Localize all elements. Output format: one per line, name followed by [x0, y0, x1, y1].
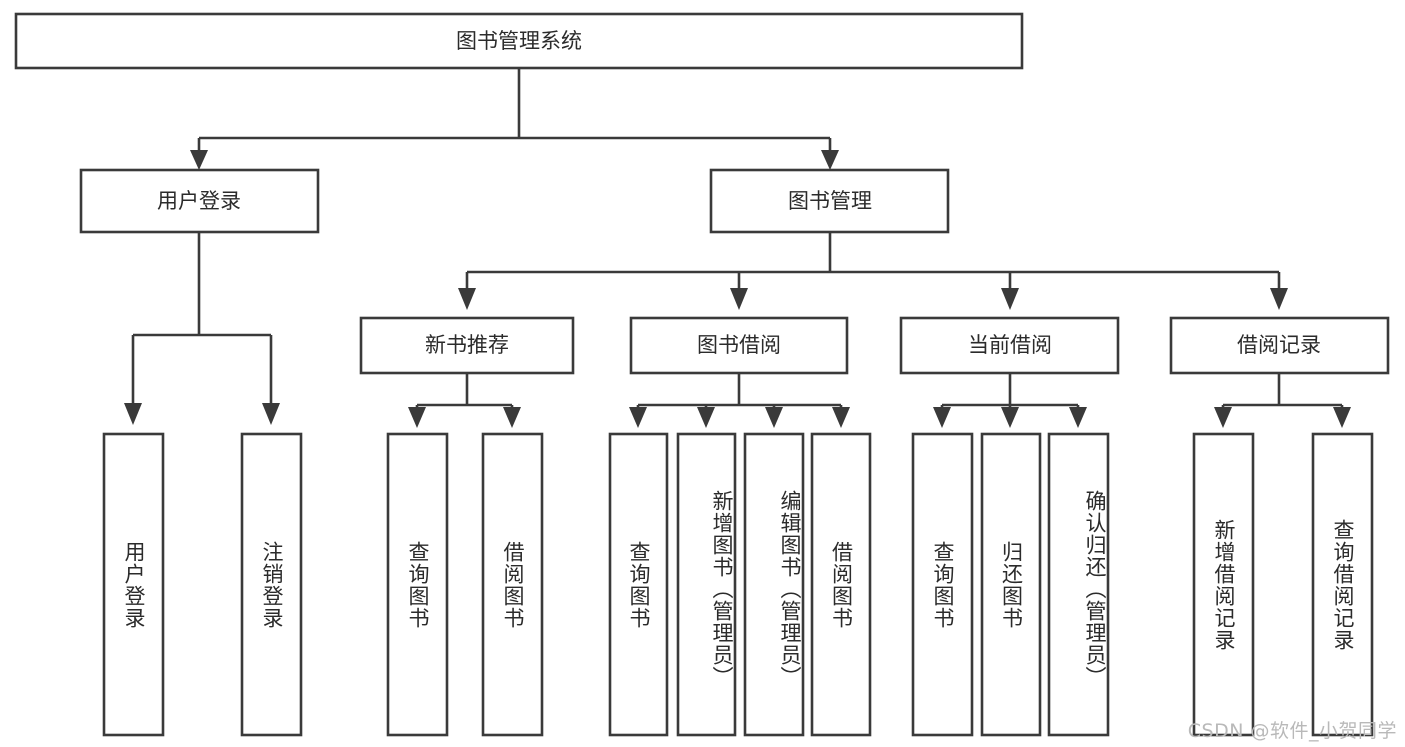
- leaf-borrow-record-0-box[interactable]: [1192, 432, 1255, 737]
- arrowhead-book-borrow-leaf3: [765, 407, 783, 428]
- arrowhead-to-borrow-record: [1270, 288, 1288, 310]
- leaf-book-borrow-3-box[interactable]: [810, 432, 872, 737]
- arrowhead-current-borrow-leaf3: [1069, 407, 1087, 428]
- arrowhead-new-book-rec-leaf2: [503, 407, 521, 428]
- node-borrow-record-label: 借阅记录: [1237, 333, 1321, 357]
- node-book-manage-box[interactable]: [709, 168, 950, 234]
- arrowhead-current-borrow-leaf1: [933, 407, 951, 428]
- leaf-current-borrow-0-box[interactable]: [911, 432, 974, 737]
- node-book-borrow-box[interactable]: [629, 316, 849, 375]
- arrowhead-to-new-book-rec: [458, 288, 476, 310]
- leaf-book-borrow-0-box[interactable]: [608, 432, 669, 737]
- node-current-borrow-box[interactable]: [899, 316, 1120, 375]
- node-root-box[interactable]: [14, 12, 1024, 70]
- leaf-current-borrow-2-box[interactable]: [1047, 432, 1110, 737]
- arrowhead-new-book-rec-leaf1: [408, 407, 426, 428]
- leaf-user-login-0-box[interactable]: [102, 432, 165, 737]
- node-new-book-rec-label: 新书推荐: [425, 333, 509, 357]
- arrowhead-book-borrow-leaf4: [832, 407, 850, 428]
- node-user-login-label: 用户登录: [157, 189, 241, 213]
- arrowhead-book-borrow-leaf2: [697, 407, 715, 428]
- arrowhead-root-to-user-login: [190, 150, 208, 170]
- leaf-borrow-record-1-box[interactable]: [1311, 432, 1374, 737]
- arrowhead-borrow-record-leaf2: [1333, 407, 1351, 428]
- arrowhead-to-current-borrow: [1001, 288, 1019, 310]
- arrowhead-current-borrow-leaf2: [1001, 407, 1019, 428]
- node-current-borrow-label: 当前借阅: [968, 333, 1052, 357]
- leaf-new-book-rec-1-box[interactable]: [481, 432, 544, 737]
- leaf-user-login-1-box[interactable]: [240, 432, 303, 737]
- node-borrow-record-box[interactable]: [1169, 316, 1390, 375]
- leaf-book-borrow-1-box[interactable]: [676, 432, 737, 737]
- leaf-current-borrow-1-box[interactable]: [980, 432, 1042, 737]
- arrowhead-user-login-leaf1: [124, 403, 142, 425]
- csdn-watermark: CSDN @软件_小贺同学: [1187, 720, 1397, 742]
- leaf-new-book-rec-0-box[interactable]: [386, 432, 449, 737]
- node-book-borrow-label: 图书借阅: [697, 333, 781, 357]
- arrowhead-user-login-leaf2: [262, 403, 280, 425]
- leaf-book-borrow-2-box[interactable]: [743, 432, 805, 737]
- arrowhead-to-book-borrow: [730, 288, 748, 310]
- node-book-manage-label: 图书管理: [788, 189, 872, 213]
- arrowhead-book-borrow-leaf1: [629, 407, 647, 428]
- node-root-label: 图书管理系统: [456, 29, 582, 53]
- arrowhead-root-to-book-manage: [821, 150, 839, 170]
- node-new-book-rec-box[interactable]: [359, 316, 575, 375]
- arrowhead-borrow-record-leaf1: [1214, 407, 1232, 428]
